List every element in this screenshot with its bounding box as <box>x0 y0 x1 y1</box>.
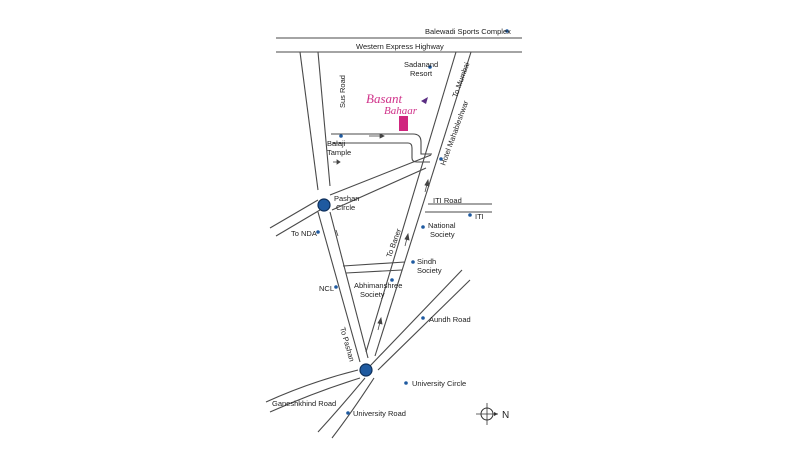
bird-icon <box>421 97 428 104</box>
label-pashan: Pashan <box>334 194 359 203</box>
abhimanshree-road <box>342 261 406 274</box>
western-express-highway <box>276 37 522 53</box>
label-abhimanshree: Abhimanshree <box>354 281 402 290</box>
ganeshkhind-road <box>265 369 375 439</box>
university-circle-marker <box>359 363 373 377</box>
pashan-roads <box>269 154 432 237</box>
label-balaji: Balaji <box>327 139 346 148</box>
pashan-road <box>317 211 369 363</box>
sus-road <box>299 51 331 191</box>
label-ganeshkhind-road: Ganeshkhind Road <box>272 399 336 408</box>
pashan-circle-marker <box>317 198 331 212</box>
svg-text:Basant: Basant <box>366 91 403 106</box>
label-to-mumbai: To Mumbai <box>450 61 471 99</box>
brand-logo: Basant Bahaar <box>366 91 428 117</box>
label-abhimanshree-society: Society <box>360 290 385 299</box>
label-sindh: Sindh <box>417 257 436 266</box>
label-aundh-road: Aundh Road <box>429 315 471 324</box>
north-arrow-icon <box>494 412 498 416</box>
label-sindh-society: Society <box>417 266 442 275</box>
svg-text:Bahaar: Bahaar <box>384 105 418 117</box>
label-to-baner: To Baner <box>384 227 403 259</box>
site-marker <box>399 116 408 131</box>
iti-road <box>425 203 492 213</box>
label-resort: Resort <box>410 69 433 78</box>
compass: N <box>476 403 509 425</box>
label-to-nda: To NDA <box>291 229 317 238</box>
label-ncl: NCL <box>319 284 334 293</box>
label-sadanand: Sadanand <box>404 60 438 69</box>
label-sus-road: Sus Road <box>338 75 347 108</box>
label-university-road: University Road <box>353 409 406 418</box>
label-national: National <box>428 221 456 230</box>
label-iti-road: ITI Road <box>433 196 462 205</box>
poi-markers <box>316 29 509 415</box>
label-national-society: Society <box>430 230 455 239</box>
direction-arrows <box>333 133 430 331</box>
mumbai-baner-highway <box>365 51 472 357</box>
north-label: N <box>502 410 509 421</box>
label-iti: ITI <box>475 212 484 221</box>
label-hotel-mahabaleshwar: Hotel Mahableshwar <box>438 99 470 167</box>
label-university-circle: University Circle <box>412 379 466 388</box>
label-western-express: Western Express Highway <box>356 42 444 51</box>
label-balewadi: Balewadi Sports Complex <box>425 27 511 36</box>
label-to-pashan: To Pashan <box>338 326 356 363</box>
label-temple: Tample <box>327 148 351 157</box>
aundh-road <box>369 269 471 371</box>
label-circle: Circle <box>336 203 355 212</box>
